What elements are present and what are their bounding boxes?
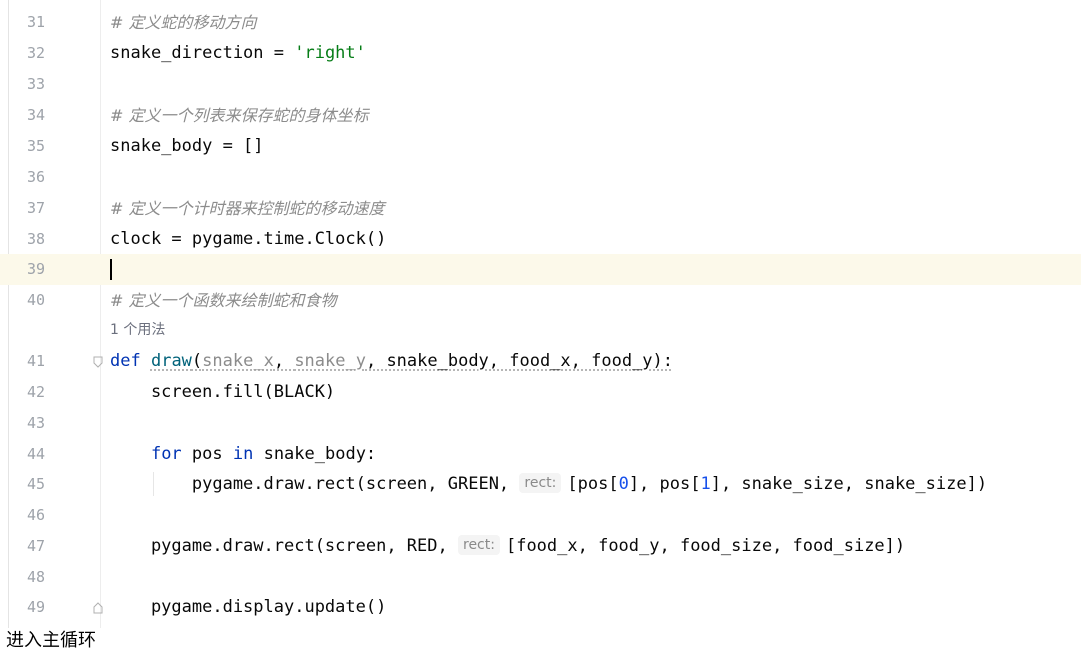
line-number: 32 [26, 44, 45, 62]
line-number: 37 [26, 199, 45, 217]
code-line[interactable]: 46 [0, 500, 1081, 531]
indent-guide [153, 472, 154, 496]
number-literal: 1 [700, 474, 711, 494]
code-token: , snake_body, food_x, food_y): [365, 351, 674, 371]
line-number: 44 [26, 445, 45, 463]
keyword-def: def [110, 351, 141, 371]
line-number-gutter[interactable] [0, 0, 100, 628]
usages-hint[interactable]: 1 个用法 [110, 322, 166, 338]
code-token: ( [191, 351, 203, 371]
code-line[interactable]: 40 # 定义一个函数来绘制蛇和食物 [0, 285, 1081, 316]
code-line[interactable]: 41 def draw(snake_x, snake_y, snake_body… [0, 346, 1081, 377]
code-line[interactable]: 44 for pos in snake_body: [0, 439, 1081, 470]
code-token: ], snake_size, snake_size]) [710, 474, 988, 494]
code-token: pygame.draw.rect(screen, GREEN, [110, 474, 520, 494]
line-number: 34 [26, 106, 45, 124]
code-line[interactable]: 31 # 定义蛇的移动方向 [0, 7, 1081, 38]
line-number: 41 [26, 352, 45, 370]
code-token: snake_direction = [110, 43, 295, 63]
parameter-hint: rect: [519, 473, 562, 493]
code-line[interactable]: 37 # 定义一个计时器来控制蛇的移动速度 [0, 193, 1081, 224]
code-text[interactable]: pygame.draw.rect(screen, GREEN, rect:[po… [110, 469, 987, 500]
function-name: draw [150, 351, 192, 371]
line-number: 42 [26, 383, 45, 401]
code-token: pygame.draw.rect(screen, RED, [110, 536, 458, 556]
code-comment[interactable]: # 定义一个计时器来控制蛇的移动速度 [110, 199, 385, 218]
code-token: [food_x, food_y, food_size, food_size]) [505, 536, 906, 556]
code-text[interactable]: def draw(snake_x, snake_y, snake_body, f… [110, 346, 673, 377]
code-text[interactable]: clock = pygame.time.Clock() [110, 229, 387, 249]
line-number: 45 [26, 475, 45, 493]
code-comment[interactable]: # 定义一个列表来保存蛇的身体坐标 [110, 106, 369, 125]
line-number: 47 [26, 537, 45, 555]
code-token: , [273, 351, 295, 371]
usages-inlay-row[interactable]: 1 个用法 [0, 315, 1081, 346]
gutter-separator [100, 0, 101, 628]
code-text[interactable]: snake_direction = 'right' [110, 38, 366, 69]
line-number: 38 [26, 230, 45, 248]
fold-icon[interactable] [93, 356, 103, 368]
code-token: pos [181, 444, 233, 464]
line-number: 31 [26, 13, 45, 31]
code-editor[interactable]: 31 # 定义蛇的移动方向 32 snake_direction = 'righ… [0, 0, 1081, 628]
keyword-for: for [150, 444, 182, 464]
code-line[interactable]: 34 # 定义一个列表来保存蛇的身体坐标 [0, 100, 1081, 131]
code-line[interactable]: 36 [0, 162, 1081, 193]
code-line[interactable]: 42 screen.fill(BLACK) [0, 377, 1081, 408]
code-line[interactable]: 49 pygame.display.update() [0, 592, 1081, 623]
line-number: 48 [26, 568, 45, 586]
line-number: 40 [26, 291, 45, 309]
unused-parameter: snake_y [294, 351, 366, 371]
code-comment[interactable]: # 定义一个函数来绘制蛇和食物 [110, 291, 337, 310]
number-literal: 0 [618, 474, 629, 494]
code-line[interactable]: 47 pygame.draw.rect(screen, RED, rect:[f… [0, 531, 1081, 562]
code-token [110, 444, 151, 464]
code-line[interactable]: 43 [0, 408, 1081, 439]
line-number: 35 [26, 137, 45, 155]
code-line[interactable]: 33 [0, 69, 1081, 100]
line-number: 49 [26, 598, 45, 616]
string-literal: 'right' [294, 43, 366, 63]
code-comment[interactable]: # 定义蛇的移动方向 [110, 13, 257, 32]
document-text-below-editor: 进入主循环 [6, 630, 96, 649]
code-token: snake_body: [253, 444, 377, 464]
code-line[interactable]: 38 clock = pygame.time.Clock() [0, 224, 1081, 255]
line-number: 33 [26, 75, 45, 93]
code-line[interactable]: 32 snake_direction = 'right' [0, 38, 1081, 69]
line-number: 36 [26, 168, 45, 186]
code-line[interactable]: 35 snake_body = [] [0, 131, 1081, 162]
code-text[interactable]: pygame.display.update() [110, 597, 387, 617]
unused-parameter: snake_x [202, 351, 274, 371]
gutter-left-border [8, 0, 9, 628]
code-text[interactable]: pygame.draw.rect(screen, RED, rect:[food… [110, 531, 905, 562]
code-line[interactable]: 45 pygame.draw.rect(screen, GREEN, rect:… [0, 469, 1081, 500]
code-token: [pos[ [567, 474, 619, 494]
current-line-highlight[interactable]: 39 [0, 254, 1081, 285]
code-text[interactable]: for pos in snake_body: [110, 439, 376, 470]
line-number: 46 [26, 506, 45, 524]
code-text[interactable]: screen.fill(BLACK) [110, 382, 336, 402]
keyword-in: in [232, 444, 254, 464]
line-number: 39 [26, 260, 45, 278]
code-line[interactable]: 48 [0, 562, 1081, 593]
parameter-hint: rect: [458, 535, 500, 555]
fold-end-icon[interactable] [93, 602, 103, 614]
text-caret [110, 259, 112, 280]
line-number: 43 [26, 414, 45, 432]
code-text[interactable]: snake_body = [] [110, 136, 264, 156]
code-token: ], pos[ [628, 474, 701, 494]
